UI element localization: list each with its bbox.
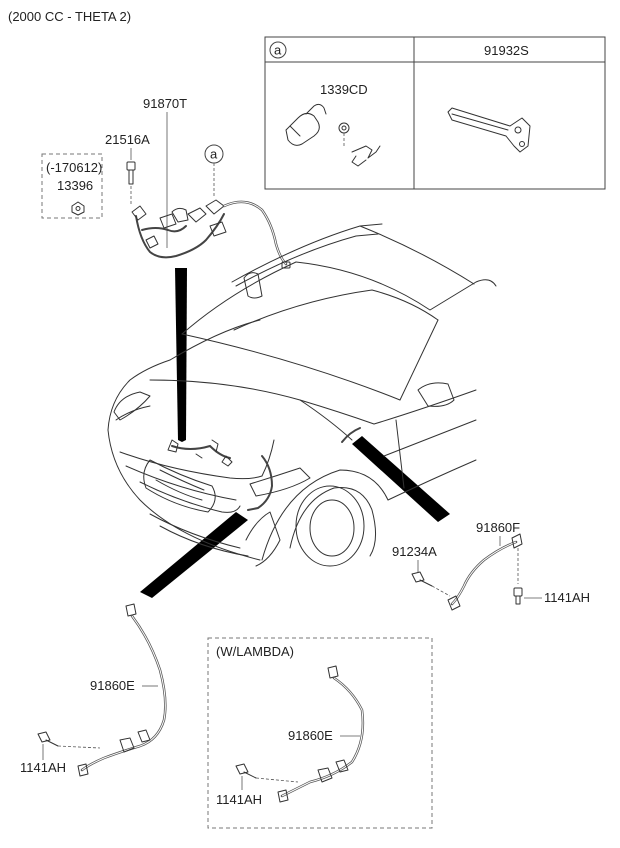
part-label-91860E-lambda[interactable]: 91860E xyxy=(288,728,333,743)
part-label-91234A[interactable]: 91234A xyxy=(392,544,437,559)
bracket-illustration xyxy=(447,107,531,153)
date-limited-frame xyxy=(41,153,103,219)
part-label-91932S[interactable]: 91932S xyxy=(484,43,529,58)
part-label-13396[interactable]: 13396 xyxy=(57,178,93,193)
part-label-1141AH-right[interactable]: 1141AH xyxy=(544,590,590,605)
inset-ref-circle xyxy=(269,41,287,59)
bolt-1141AH-left-illustration xyxy=(37,731,101,749)
part-label-1141AH-lambda[interactable]: 1141AH xyxy=(216,792,262,807)
wheel-speed-sensor-left xyxy=(77,603,167,777)
lambda-variant-title: (W/LAMBDA) xyxy=(216,644,294,659)
pointer-right-sensor xyxy=(352,436,450,522)
vehicle-illustration xyxy=(107,223,497,567)
bolt-1141AH-right-illustration xyxy=(513,587,523,605)
part-label-1339CD[interactable]: 1339CD xyxy=(320,82,368,97)
grommet-connector-illustration xyxy=(285,103,381,167)
bolt-21516A-illustration xyxy=(126,161,136,206)
nut-illustration xyxy=(71,201,85,216)
date-note: (-170612) xyxy=(46,160,102,175)
part-label-91860F[interactable]: 91860F xyxy=(476,520,520,535)
part-label-21516A[interactable]: 21516A xyxy=(105,132,150,147)
part-label-1141AH-left[interactable]: 1141AH xyxy=(20,760,66,775)
inset-table: a 91932S 1339CD xyxy=(264,36,606,190)
bolt-91234A-illustration xyxy=(411,571,451,597)
part-label-91860E-left[interactable]: 91860E xyxy=(90,678,135,693)
inset-table-frame xyxy=(264,36,606,190)
inset-ref-letter: a xyxy=(274,43,282,58)
pointer-harness-to-engine xyxy=(175,268,187,442)
lambda-variant-frame xyxy=(207,637,433,829)
engine-spec-title: (2000 CC - THETA 2) xyxy=(8,9,131,24)
part-label-91870T[interactable]: 91870T xyxy=(143,96,187,111)
callout-letter: a xyxy=(210,147,218,162)
wiring-harness-illustration xyxy=(131,199,291,269)
wheel-speed-sensor-right xyxy=(447,533,523,611)
date-limited-part-box: (-170612) 13396 xyxy=(41,153,103,219)
pointer-left-sensor xyxy=(140,512,248,598)
lambda-variant-box: (W/LAMBDA) 91860E 1141AH xyxy=(207,637,433,829)
